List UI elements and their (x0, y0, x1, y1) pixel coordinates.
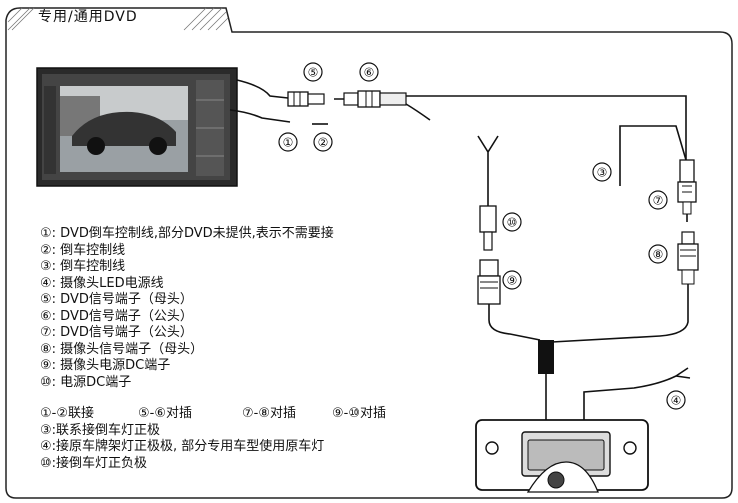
wire-4 (583, 367, 691, 420)
callout-3: ③ (597, 166, 608, 180)
pair-item: ⑨-⑩对插 (332, 406, 386, 421)
legend-item: ①: DVD倒车控制线,部分DVD未提供,表示不需要接 (40, 226, 334, 241)
frame-border (5, 7, 733, 499)
connection-legend: ①-②联接 ⑤-⑥对插 ⑦-⑧对插 ⑨-⑩对插 ③:联系接倒车灯正极 ④:接原车牌架灯… (40, 406, 386, 472)
callout-5: ⑤ (308, 66, 319, 80)
wire-3 (619, 125, 687, 186)
callout-8: ⑧ (653, 248, 664, 262)
pair-item: ⑤-⑥对插 (138, 406, 192, 421)
parts-legend: ①: DVD倒车控制线,部分DVD未提供,表示不需要接 ②: 倒车控制线 ③: … (40, 226, 334, 391)
callout-7: ⑦ (653, 194, 664, 208)
legend-item: ⑤: DVD信号端子（母头） (40, 292, 193, 307)
tab-hatch (7, 7, 229, 31)
connection-line: ④:接原车牌架灯正极极, 部分专用车型使用原车灯 (40, 439, 325, 454)
camera-mount (475, 419, 649, 493)
legend-item: ⑦: DVD信号端子（公头） (40, 325, 193, 340)
wire-signal-ret (405, 103, 431, 121)
legend-item: ⑩: 电源DC端子 (40, 374, 132, 390)
connector-6 (334, 90, 407, 108)
wire-merge-right (551, 284, 689, 343)
wire-merge-left (488, 304, 541, 341)
dvd-unit (36, 67, 238, 187)
connection-line: ③:联系接倒车灯正极 (40, 422, 161, 438)
wire-splice (538, 340, 554, 374)
callout-10: ⑩ (507, 216, 518, 230)
callout-6: ⑥ (364, 66, 375, 80)
wire-dc-fork (477, 135, 499, 206)
callout-4: ④ (671, 394, 682, 408)
connector-5 (287, 91, 325, 107)
pair-item: ①-②联接 (40, 406, 94, 421)
legend-item: ⑧: 摄像头信号端子（母头） (40, 341, 204, 357)
legend-item: ⑨: 摄像头电源DC端子 (40, 358, 171, 373)
legend-item: ⑥: DVD信号端子（公头） (40, 308, 193, 324)
callout-2: ② (318, 136, 329, 150)
connector-8 (677, 231, 699, 285)
connector-10 (479, 205, 497, 251)
connection-pairs: ①-②联接 ⑤-⑥对插 ⑦-⑧对插 ⑨-⑩对插 (40, 406, 386, 423)
page-title: 专用/通用DVD (38, 9, 138, 25)
legend-item: ③: 倒车控制线 (40, 259, 126, 274)
pair-item: ⑦-⑧对插 (242, 406, 296, 421)
legend-item: ④: 摄像头LED电源线 (40, 275, 164, 291)
callout-1: ① (283, 136, 294, 150)
legend-item: ②: 倒车控制线 (40, 242, 126, 258)
connector-7 (677, 159, 697, 222)
callout-9: ⑨ (507, 274, 518, 288)
connector-9 (477, 259, 501, 305)
connection-line: ⑩:接倒车灯正负极 (40, 455, 148, 471)
wire-dvd-signal (236, 79, 289, 99)
wire-dvd-control (229, 109, 291, 123)
wire-signal-to-cam (406, 95, 687, 160)
